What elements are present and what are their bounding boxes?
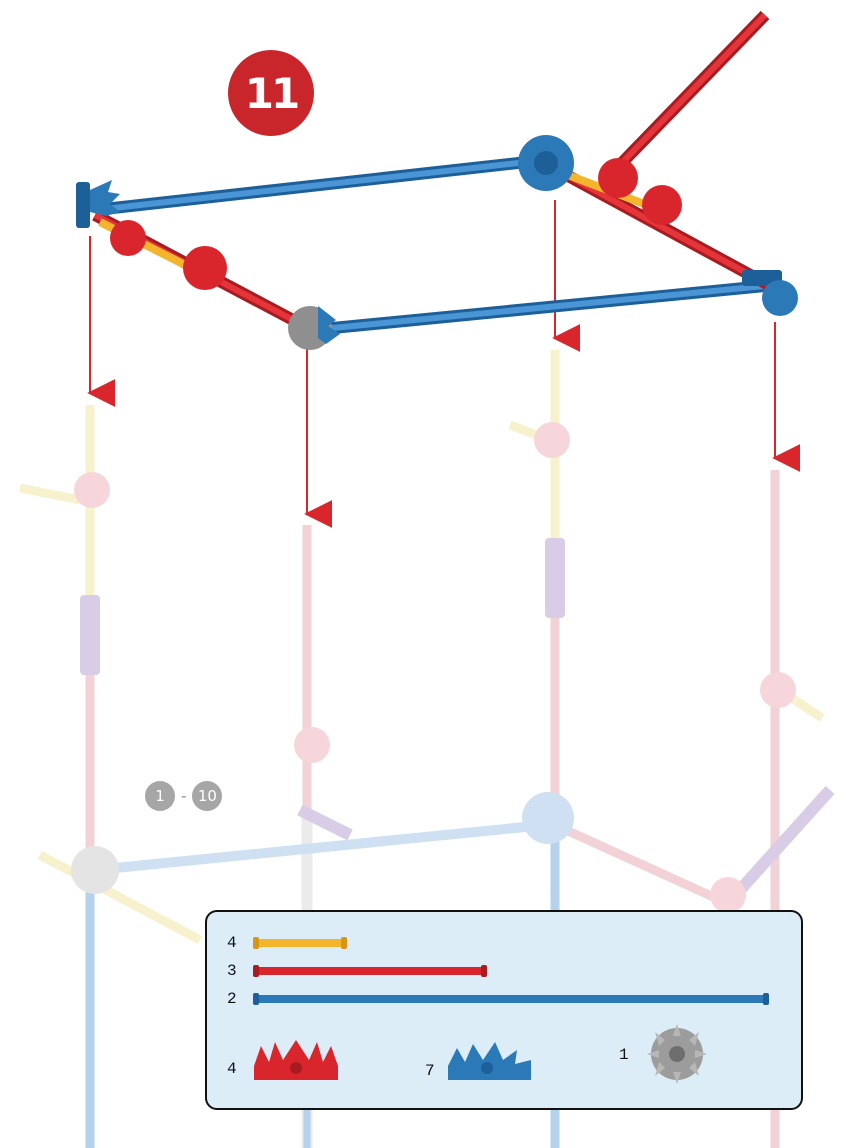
red-rod-icon	[253, 965, 487, 977]
blue-rod-icon	[253, 993, 769, 1005]
gray-connector-icon	[647, 1024, 707, 1084]
yellow-rod-icon	[253, 937, 347, 949]
top-frame	[76, 10, 798, 350]
red-connector-qty: 4	[227, 1060, 237, 1078]
insertion-arrows	[87, 200, 801, 528]
lower-blue-rod	[94, 820, 546, 875]
previous-steps-range: 1 - 10	[145, 781, 223, 811]
yellow-rod-qty: 4	[227, 934, 237, 952]
gray-connector-qty: 1	[619, 1046, 629, 1064]
red-rod-qty: 3	[227, 962, 237, 980]
blue-connector-back-right	[518, 135, 574, 191]
range-separator: -	[181, 787, 187, 805]
range-end-badge: 10	[192, 781, 223, 811]
gray-connector-front-left	[288, 306, 340, 350]
range-start-badge: 1	[145, 781, 175, 811]
blue-connector-front-right	[742, 270, 798, 316]
blue-rod-qty: 2	[227, 990, 237, 1008]
blue-connector-back-left	[76, 180, 120, 228]
red-connector-icon	[254, 1040, 338, 1080]
parts-list-panel: 4 3 2 4 7 1	[205, 910, 803, 1110]
blue-connector-icon	[448, 1042, 531, 1080]
step-number-badge: 11	[228, 50, 314, 136]
red-connectors	[110, 158, 682, 290]
blue-connector-qty: 7	[425, 1062, 435, 1080]
purple-connector	[80, 595, 100, 675]
